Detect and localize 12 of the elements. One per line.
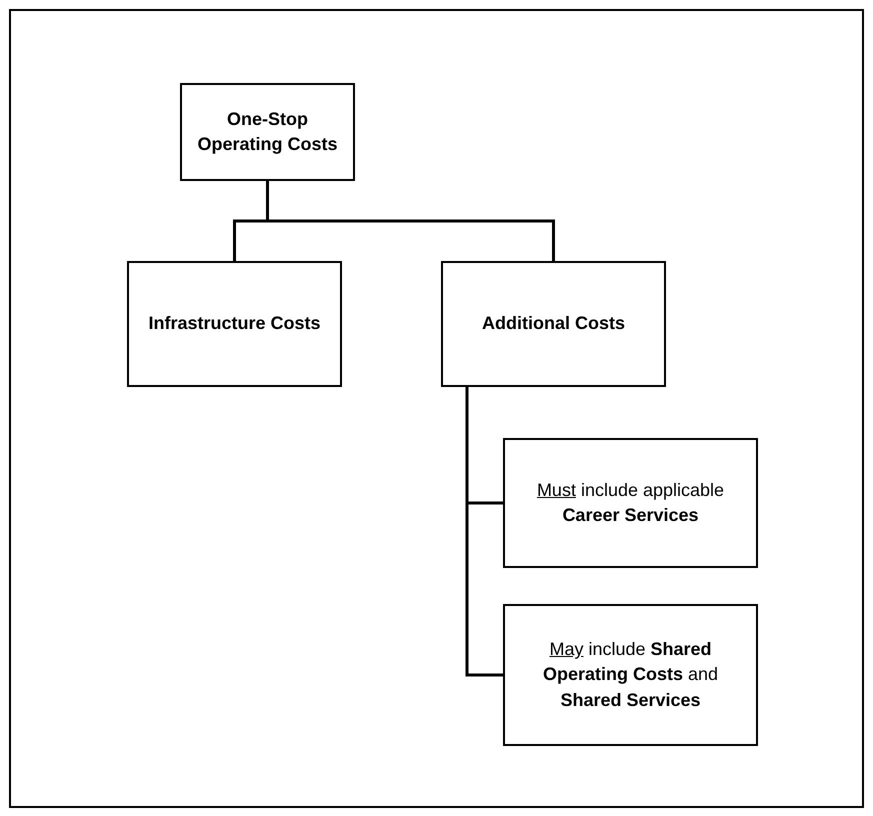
box-label: Must include applicable Career Services [536,478,726,527]
cost-box [127,261,342,387]
cost-box [180,83,355,181]
connector-line [266,181,555,261]
box-label: Additional Costs [482,312,625,336]
box-label: May include Shared Operating Costs and Shared Services [542,638,720,712]
cost-box [503,604,758,746]
cost-box [503,438,758,568]
box-label: Infrastructure Costs [148,312,321,336]
cost-box [441,261,666,387]
connector-line [466,387,503,676]
box-label: One-Stop Operating Costs [196,108,339,156]
